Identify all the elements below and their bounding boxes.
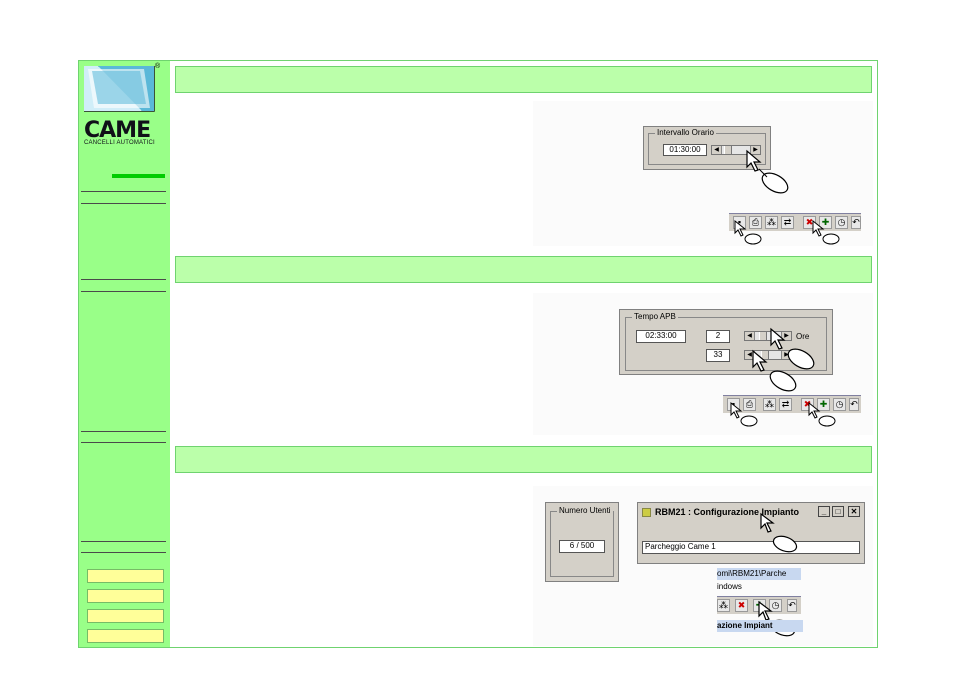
clock-icon[interactable]: ◷ [769,599,782,612]
clock-icon[interactable]: ◷ [833,398,846,411]
logo-graphic [83,65,155,112]
sidebar-divider [81,279,166,280]
network-icon[interactable]: ⁂ [765,216,778,229]
scroll-thumb[interactable] [761,351,769,359]
interval-groupbox: Intervallo Orario 01:30:00 ◀ ▶ [648,128,766,165]
came-logo[interactable]: ® CAME CANCELLI AUTOMATICI [83,63,162,146]
apb-minutes-field[interactable]: 33 [706,349,730,362]
section-header-bar [175,446,872,473]
windows-fragment: indows [717,582,742,591]
undo-icon[interactable]: ↶ [787,599,797,612]
pin-green-icon[interactable]: ✚ [817,398,830,411]
sidebar-divider [81,552,166,553]
mouse-cursor-icon [746,149,789,194]
sidebar-divider [81,191,166,192]
print-icon[interactable]: ⎙ [743,398,756,411]
sidebar-divider [81,203,166,204]
interval-scrollbar[interactable]: ◀ ▶ [711,145,761,155]
network-icon[interactable]: ⁂ [717,599,730,612]
transfer-icon[interactable]: ⇄ [781,216,794,229]
mouse-cursor-icon [770,327,815,370]
sidebar-accent-bar [112,174,165,178]
scroll-thumb[interactable] [724,146,732,154]
interval-group-label: Intervallo Orario [655,128,716,137]
app-icon [642,508,651,517]
sidebar-divider [81,541,166,542]
logo-wordmark: CAME [84,118,151,143]
arrow-right-icon[interactable]: ▶ [781,332,791,340]
sidebar-divider [81,291,166,292]
transfer-icon[interactable]: ⇄ [779,398,792,411]
sidebar-nav-button[interactable] [87,569,164,583]
interval-time-field[interactable]: 01:30:00 [663,144,707,156]
registered-mark: ® [155,63,161,70]
example-screenshot-2: Tempo APB 02:33:00 2 33 ◀ ▶ ◀ ▶ Ore Min [533,293,873,435]
arrow-right-icon[interactable]: ▶ [781,351,791,359]
pin-red-icon[interactable]: ✖ [735,599,748,612]
arrow-left-icon[interactable]: ◀ [745,332,755,340]
plant-name-field[interactable]: Parcheggio Came 1 [642,541,860,554]
users-count-field[interactable]: 6 / 500 [559,540,605,553]
clock-icon[interactable]: ◷ [835,216,848,229]
sidebar-nav-button[interactable] [87,609,164,623]
sidebar: ® CAME CANCELLI AUTOMATICI [79,61,170,647]
pin-green-icon[interactable]: ✚ [819,216,832,229]
arrow-right-icon[interactable]: ▶ [750,146,760,154]
config-window: RBM21 : Configurazione Impianto _ □ ✕ Pa… [637,502,865,564]
section-header-bar [175,66,872,93]
apb-group-label: Tempo APB [632,312,678,321]
page-frame: ® CAME CANCELLI AUTOMATICI Intervallo Or… [78,60,878,648]
path-fragment: omi\RBM21\Parche [717,568,801,580]
mouse-cursor-icon [760,512,798,553]
maximize-icon[interactable]: □ [832,506,844,517]
example-screenshot-3: Numero Utenti 6 / 500 RBM21 : Configuraz… [533,486,873,646]
users-panel: Numero Utenti 6 / 500 [545,502,619,582]
mouse-cursor-icon [812,219,840,245]
scroll-thumb[interactable] [759,332,767,340]
sidebar-nav-button[interactable] [87,589,164,603]
config-window-titlebar[interactable]: RBM21 : Configurazione Impianto _ □ ✕ [638,503,864,521]
undo-icon[interactable]: ↶ [851,216,861,229]
mouse-cursor-icon [734,219,762,245]
users-group-label: Numero Utenti [557,506,613,515]
print-icon[interactable]: ⎙ [749,216,762,229]
logo-tagline: CANCELLI AUTOMATICI [84,140,155,146]
arrow-left-icon[interactable]: ◀ [712,146,722,154]
sidebar-divider [81,431,166,432]
network-icon[interactable]: ⁂ [763,398,776,411]
sidebar-divider [81,442,166,443]
menu-fragment: azione Impiant [717,620,803,632]
mouse-cursor-icon [730,401,758,427]
close-icon[interactable]: ✕ [848,506,860,517]
config-window-title: RBM21 : Configurazione Impianto [655,507,799,517]
apb-time-field[interactable]: 02:33:00 [636,330,686,343]
example-screenshot-1: Intervallo Orario 01:30:00 ◀ ▶ ▪ ⎙ ⁂ ⇄ ✖… [533,101,873,246]
mouse-cursor-icon [808,401,836,427]
undo-icon[interactable]: ↶ [849,398,859,411]
section-header-bar [175,256,872,283]
apb-hours-field[interactable]: 2 [706,330,730,343]
hours-label: Ore [796,332,810,341]
mouse-cursor-icon [752,349,797,392]
minimize-icon[interactable]: _ [818,506,830,517]
sidebar-nav-button[interactable] [87,629,164,643]
hours-scrollbar[interactable]: ◀ ▶ [744,331,792,341]
users-groupbox: Numero Utenti 6 / 500 [550,506,614,577]
interval-panel: Intervallo Orario 01:30:00 ◀ ▶ [643,126,771,170]
